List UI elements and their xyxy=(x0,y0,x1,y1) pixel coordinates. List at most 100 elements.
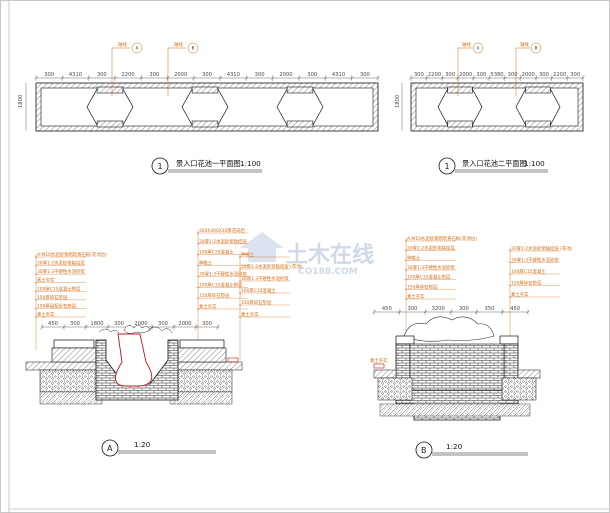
section-b-dim-value: 300 xyxy=(459,306,469,312)
plan-1-planter-2-hexagon xyxy=(181,88,229,126)
section-a-right-text: 30厚1:3干硬性水泥砂浆 xyxy=(199,270,247,277)
section-b-right-dot xyxy=(509,250,511,252)
plan-1-planter-1-bench-top xyxy=(96,86,124,94)
section-a-far-text: 150厚碎石垫层 xyxy=(241,299,272,306)
section-a-far-dot xyxy=(239,256,241,258)
section-b-left-text: 100厚C15混凝土垫层 xyxy=(407,274,451,281)
plan-2-planter-2-hexagon xyxy=(515,88,561,126)
plan-1-dim-value: 2000 xyxy=(174,72,187,78)
plan-2-planter-1-bench-bottom xyxy=(447,120,473,128)
section-a-left-text: 素土夯实 xyxy=(37,277,55,284)
plan-1-dim-value: 300 xyxy=(149,72,159,78)
plan-2-planter-1-hexagon xyxy=(437,88,483,126)
section-b-paving-right xyxy=(517,369,541,379)
section-a-level-marker xyxy=(227,357,239,363)
plan-2-side-dim-1: 1800 xyxy=(395,95,401,108)
section-b-left-dot xyxy=(405,249,407,252)
section-a-title-bubble xyxy=(101,439,119,457)
plan-2-dim-value: 300 xyxy=(476,72,486,78)
section-b-left-text: 150厚碎石垫层 xyxy=(407,283,438,290)
plan-1-planter-3-bench-bottom xyxy=(286,120,314,128)
plan-1-planters xyxy=(86,86,324,128)
section-a-dim-value: 2000 xyxy=(134,321,147,327)
section-a-title-block: A 1:20 xyxy=(101,439,216,457)
plan-2-number: 1 xyxy=(445,162,450,171)
plan-2-axis-a-label: 轴线 xyxy=(462,41,471,48)
section-b-right-text: 20厚1:2水泥砂浆粘结层 (花池) xyxy=(511,245,573,252)
section-a-left-text: 100厚级配砂石垫层 xyxy=(37,302,77,309)
section-a-right-annotations: 300X300X30厚花岗岩20厚1:2水泥砂浆粘结层100厚C20混凝土种植土… xyxy=(197,227,248,340)
plan-1-dim-value: 4310 xyxy=(227,72,240,78)
section-a-far-text: 种植土 xyxy=(241,251,255,258)
plan-1-planter-1-bench-bottom xyxy=(96,120,124,128)
section-a-earth-left xyxy=(39,391,103,405)
section-b-left-dot xyxy=(405,269,407,271)
plan-1-dim-value: 2000 xyxy=(279,72,292,78)
section-b-dim-value: 350 xyxy=(485,306,495,312)
plan-2-axis-a: A 轴线 xyxy=(457,41,484,96)
plan-2-axis-b-label: 轴线 xyxy=(520,41,529,48)
plan-1-axis-a-label: 轴线 xyxy=(118,41,127,48)
section-b-level-marker xyxy=(373,363,385,369)
section-a-plant-icon xyxy=(123,324,151,334)
section-b-right-text: 素土夯实 xyxy=(511,291,529,298)
section-a-left-dot xyxy=(35,316,37,318)
section-b-left-text: 30厚1:3干硬性水泥砂浆 xyxy=(407,264,455,271)
plan-2-planter-2-bench-top xyxy=(525,86,551,94)
section-b-title-bubble xyxy=(415,441,433,459)
section-b-soil xyxy=(409,343,505,391)
section-a-wall-right xyxy=(179,339,225,349)
section-a-dim-value: 300 xyxy=(114,321,124,327)
plan-1-axis-b: B 轴线 xyxy=(167,41,199,96)
plan-2-dim-value: 300 xyxy=(445,72,455,78)
section-b-dim-value: 450 xyxy=(382,306,392,312)
section-a-dim-value: 2000 xyxy=(178,321,191,327)
section-b-right-text: 30厚1:3干硬性水泥砂浆 xyxy=(511,257,559,264)
section-a-right-text: 100厚C15混凝土垫层 xyxy=(199,281,243,288)
plan-1-dim-value: 300 xyxy=(44,72,54,78)
plan-2-title: 景入口花池二平面图 xyxy=(462,159,527,168)
section-b-left-dot xyxy=(405,240,407,242)
plan-1-axis-b-letter: B xyxy=(192,46,195,51)
section-a-right-dot xyxy=(197,243,199,245)
section-b-left-text: 素土夯实 xyxy=(407,293,425,300)
plan-2-dim-value: 5380 xyxy=(490,72,503,78)
plan-2-dim-value: 2200 xyxy=(428,72,441,78)
section-a-dim-value: 300 xyxy=(70,321,80,327)
section-a-right-dot xyxy=(197,254,199,256)
section-a-left-text: 150厚碎石垫层 xyxy=(37,294,68,301)
section-a-left-text: A:M10水泥砂浆砌筑青石板(花池边) xyxy=(37,251,107,258)
section-b-right-dot xyxy=(509,284,511,287)
plan-1-title-bubble xyxy=(151,157,169,175)
section-b-title-block: B 1:20 xyxy=(415,441,528,459)
section-b-left-dot xyxy=(405,278,407,281)
section-a-right-text: 种植土 xyxy=(199,260,213,267)
plan-1-dim-value: 300 xyxy=(255,72,265,78)
section-a-right-dot xyxy=(197,264,199,267)
section-b-dim-value: 450 xyxy=(510,306,520,312)
section-b-right-dot xyxy=(509,261,511,264)
section-a-right-text: 300X300X30厚花岗岩 xyxy=(199,227,246,234)
section-a-paving-right xyxy=(175,361,243,371)
section-b-wall-left-cap xyxy=(395,335,415,345)
section-a-left-text: 30厚1:3干硬性水泥砂浆 xyxy=(37,268,85,275)
section-b-plant-icon xyxy=(403,316,495,342)
plan-2-dim-value: 300 xyxy=(570,72,580,78)
plan-1-title: 景入口花池一平面图 xyxy=(176,159,241,168)
section-b-left-text: A:M10水泥砂浆砌筑青石板(花池边) xyxy=(407,235,477,242)
section-a-wall-left xyxy=(53,339,95,349)
section-a-left-annotations: A:M10水泥砂浆砌筑青石板(花池边) 20厚1:2水泥砂浆粘结层30厚1:3干硬… xyxy=(35,251,107,350)
section-a-wall-right-cap xyxy=(177,347,227,363)
section-a-far-dot xyxy=(239,292,241,294)
section-a-left-text: 20厚1:2水泥砂浆粘结层 xyxy=(37,260,85,267)
plan-2-axis-b: B 轴线 xyxy=(515,41,542,96)
section-b-left-dot xyxy=(405,298,407,300)
plan-1-planter-2-bench-bottom xyxy=(191,120,219,128)
plan-2-planter-1-bench-top xyxy=(447,86,473,94)
plan-1-axis-a: A 轴线 xyxy=(111,41,143,96)
section-a-planter-body xyxy=(95,339,179,401)
section-a-left-dot xyxy=(35,307,37,310)
